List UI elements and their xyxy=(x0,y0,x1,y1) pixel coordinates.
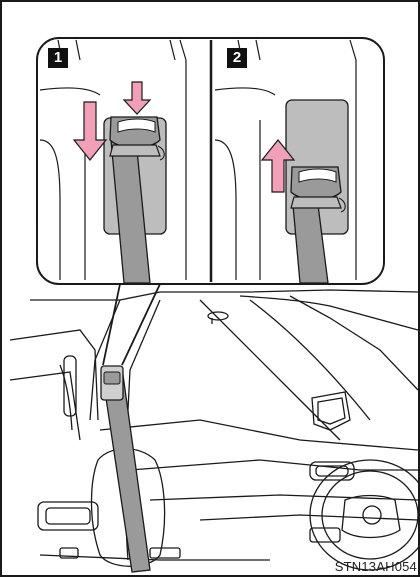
step-2-badge: 2 xyxy=(227,48,247,68)
figure-code-label: STN13AH054 xyxy=(335,559,417,574)
step-1-badge: 1 xyxy=(48,48,68,68)
seat-belt-anchor-icon xyxy=(291,167,345,212)
seat-belt-anchor-icon xyxy=(110,117,164,160)
